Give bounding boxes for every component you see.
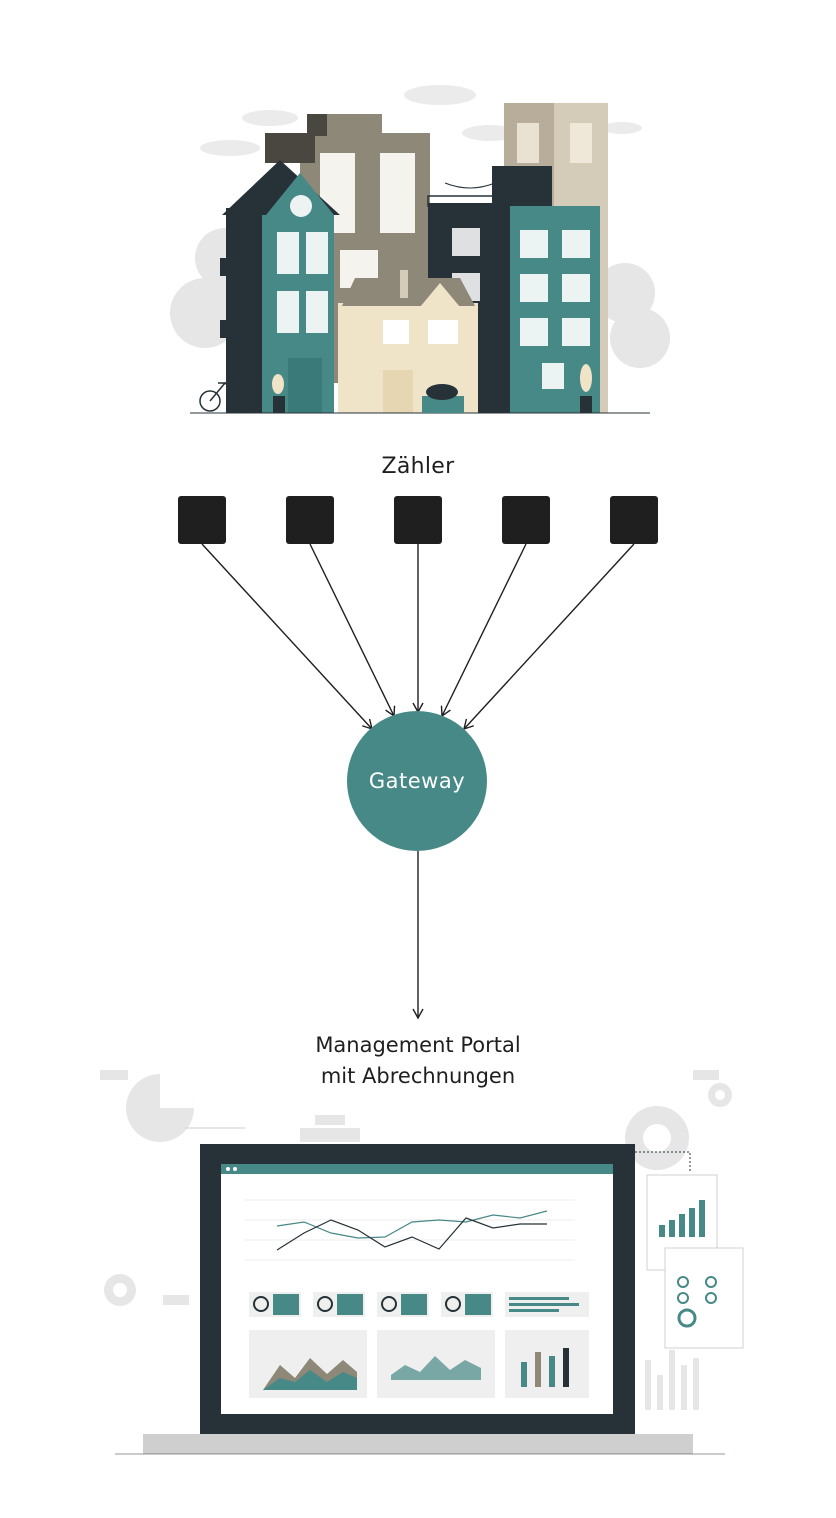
- arrow-meter-5: [463, 543, 635, 731]
- meter-box-1: [178, 496, 226, 544]
- city-buildings-illustration: [170, 85, 670, 414]
- gateway-node: Gateway: [347, 711, 487, 851]
- gateway-label: Gateway: [368, 769, 466, 793]
- meters-label: Zähler: [381, 454, 455, 479]
- arrow-meter-4: [440, 543, 527, 718]
- meter-box-5: [610, 496, 658, 544]
- meter-box-2: [286, 496, 334, 544]
- arrow-meter-2: [309, 543, 396, 718]
- meter-box-3: [394, 496, 442, 544]
- portal-label: Management Portal mit Abrechnungen: [268, 1030, 568, 1092]
- arrow-meter-1: [201, 543, 373, 731]
- laptop-dashboard-illustration: [100, 1070, 744, 1455]
- portal-label-line1: Management Portal: [315, 1033, 521, 1057]
- meter-box-4: [502, 496, 550, 544]
- portal-label-line2: mit Abrechnungen: [320, 1064, 516, 1088]
